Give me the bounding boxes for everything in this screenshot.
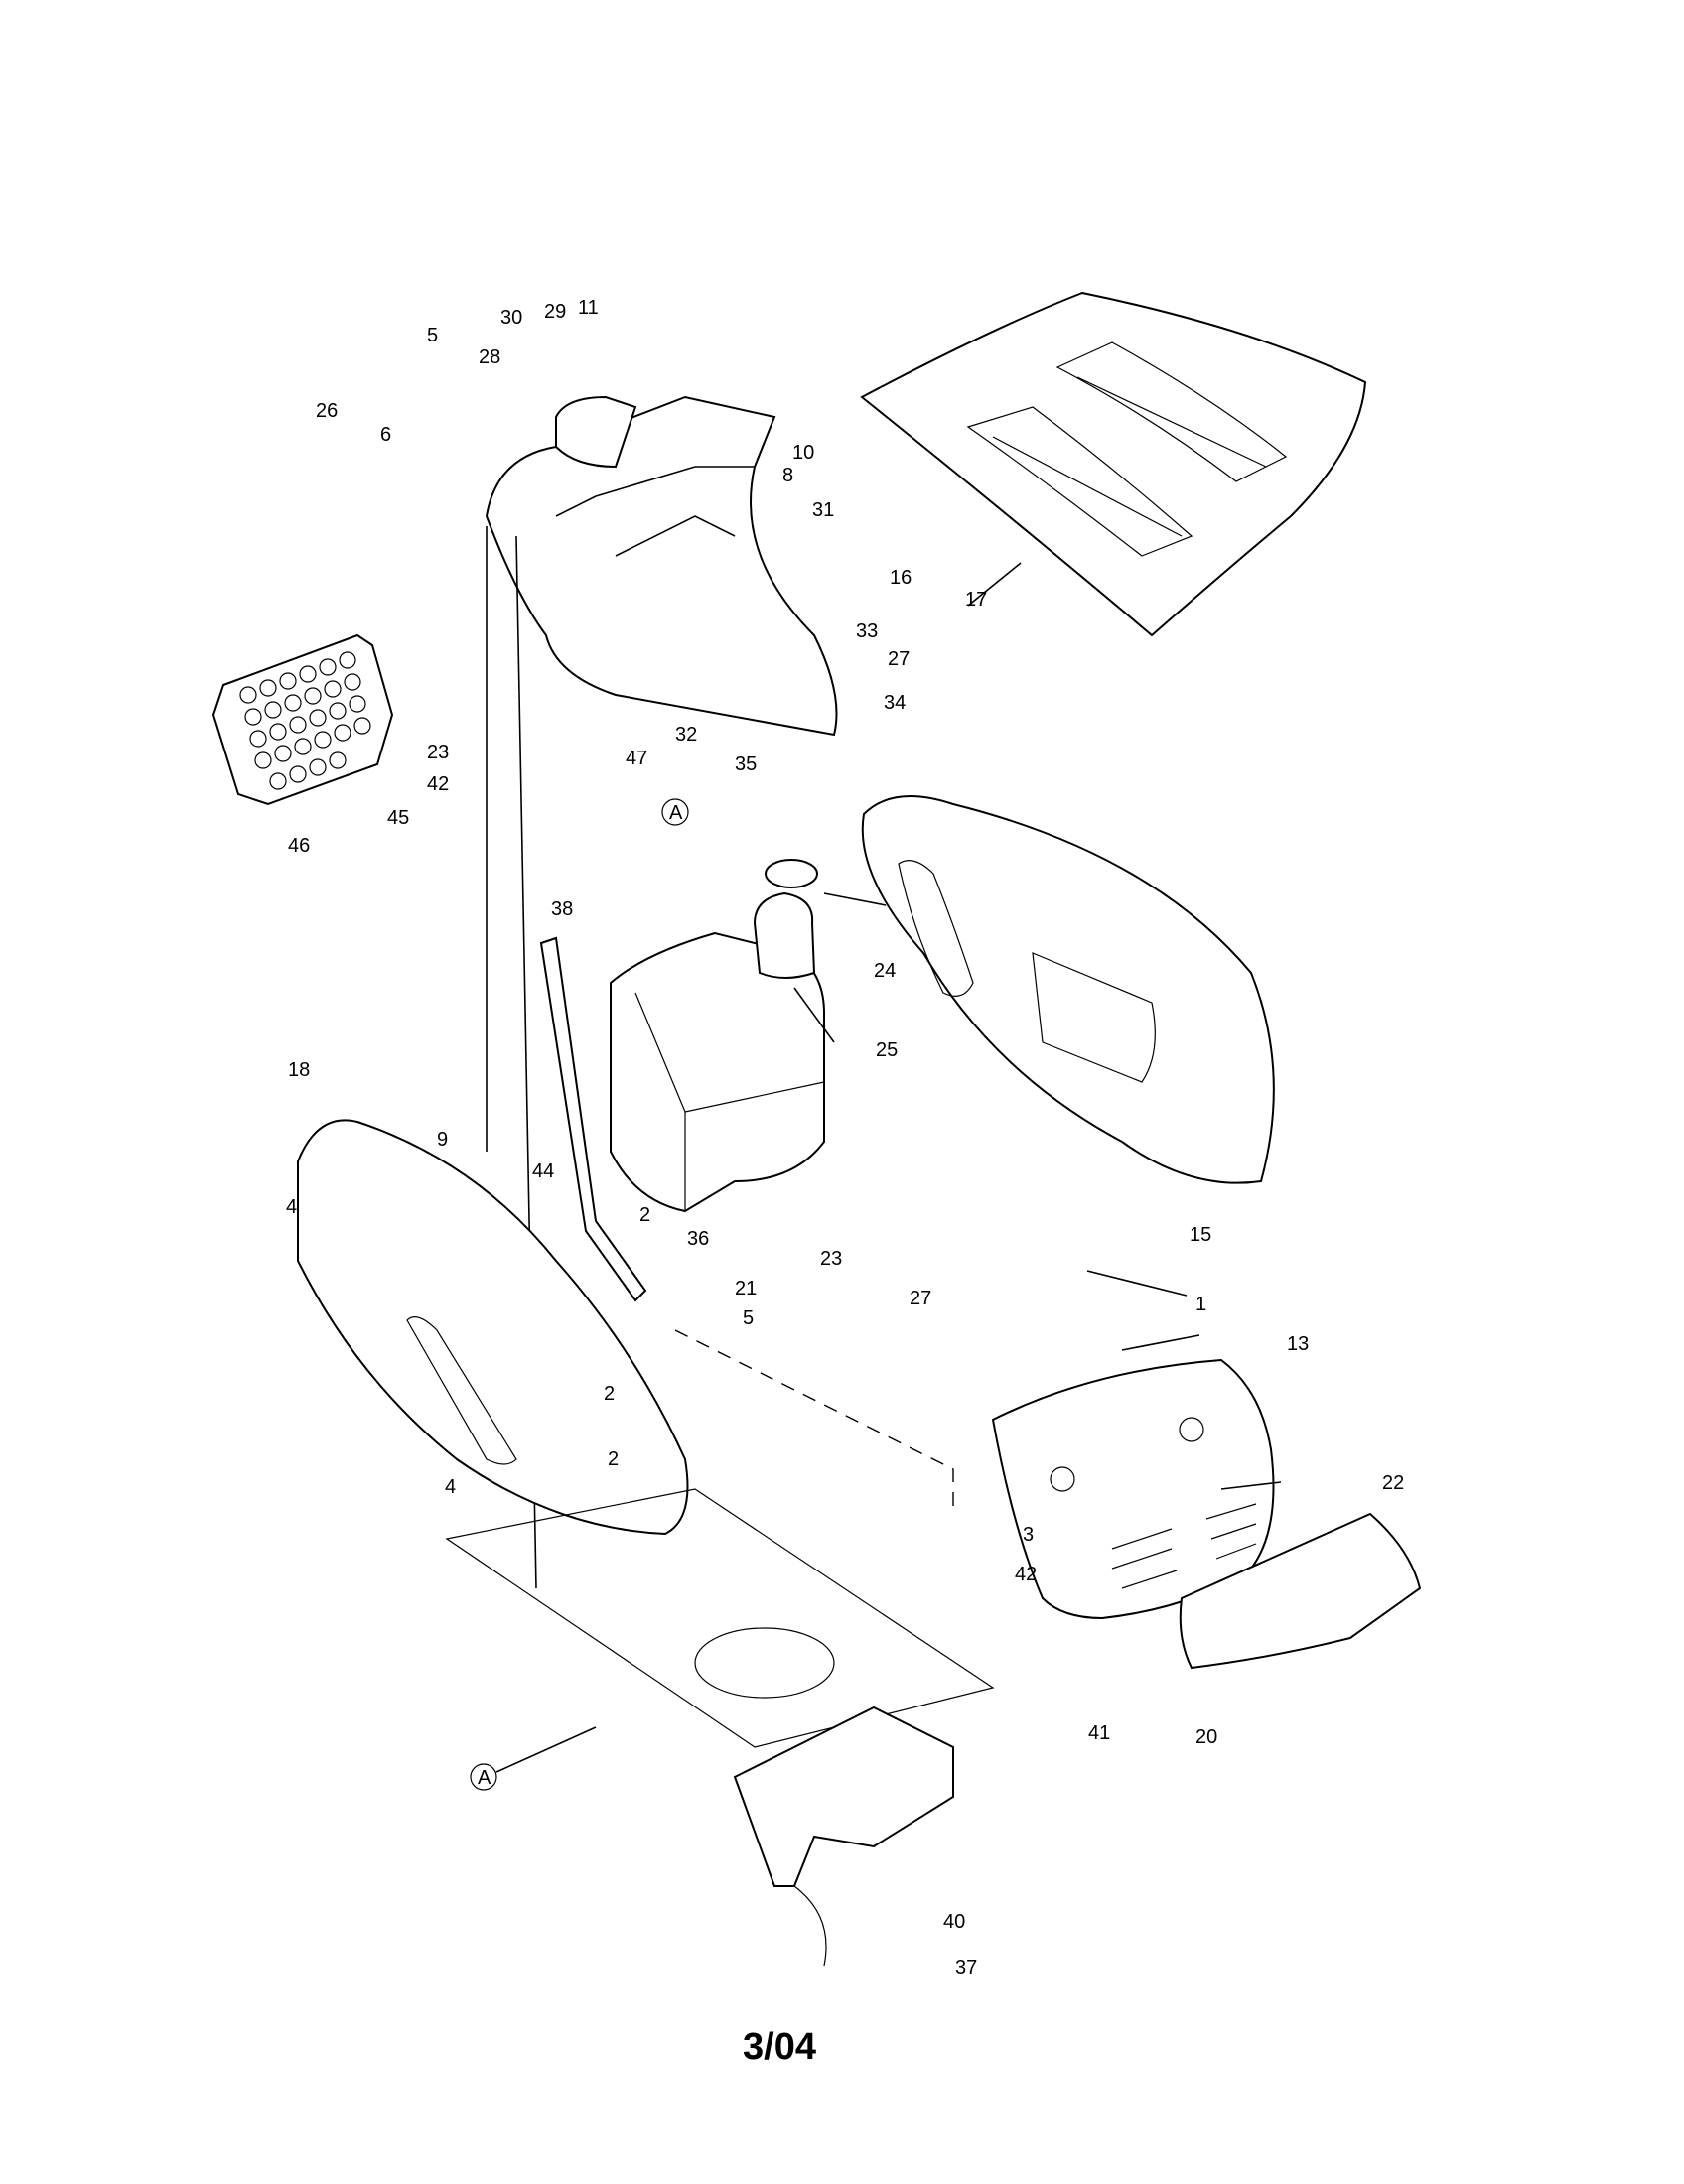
right-side-panel-part — [861, 795, 1275, 1184]
part-label-44: 44 — [532, 1160, 554, 1182]
part-label-47: 47 — [626, 748, 647, 769]
part-label-1: 1 — [1195, 1294, 1206, 1315]
part-label-35: 35 — [735, 753, 757, 775]
part-label-32: 32 — [675, 724, 697, 746]
part-label-4-upper: 4 — [286, 1196, 297, 1218]
dashed-guide-line — [674, 1329, 954, 1509]
part-label-3: 3 — [1023, 1524, 1034, 1546]
part-label-21: 21 — [735, 1278, 757, 1299]
part-labels: 30 29 11 28 5 26 6 10 8 31 16 17 33 27 3… — [286, 297, 1404, 1979]
part-label-36: 36 — [687, 1228, 709, 1250]
part-label-15: 15 — [1190, 1224, 1211, 1246]
part-label-5-top: 5 — [427, 325, 438, 346]
part-label-40: 40 — [943, 1911, 965, 1933]
bracket-part — [539, 936, 647, 1302]
marker-a-top: A — [669, 802, 683, 824]
part-label-4-lower: 4 — [445, 1476, 456, 1498]
part-label-29: 29 — [544, 301, 566, 323]
dash-tower-part — [485, 395, 838, 737]
part-label-41: 41 — [1088, 1722, 1110, 1744]
part-label-27-top: 27 — [888, 648, 910, 670]
part-label-24: 24 — [874, 960, 896, 982]
part-label-10: 10 — [792, 442, 814, 464]
part-label-2-lower: 2 — [604, 1383, 615, 1405]
front-nose-part — [991, 1358, 1422, 1670]
hood-part — [860, 291, 1367, 637]
part-label-34: 34 — [884, 692, 906, 714]
marker-a-bottom: A — [478, 1767, 491, 1789]
part-label-27-lower: 27 — [910, 1288, 931, 1309]
part-label-13: 13 — [1287, 1333, 1309, 1355]
grille-part — [211, 633, 394, 806]
left-side-panel-part — [297, 1119, 689, 1536]
part-label-31: 31 — [812, 499, 834, 521]
part-label-2-right: 2 — [639, 1204, 650, 1226]
leader-lines — [793, 562, 1282, 1490]
part-label-11: 11 — [578, 297, 599, 319]
part-label-9: 9 — [437, 1129, 448, 1151]
part-label-46: 46 — [288, 835, 310, 857]
part-label-23-top: 23 — [427, 742, 449, 763]
part-label-38: 38 — [551, 898, 573, 920]
part-label-25: 25 — [876, 1039, 898, 1061]
part-label-23-right: 23 — [820, 1248, 842, 1270]
part-label-42-lower: 42 — [1015, 1564, 1037, 1585]
part-label-18: 18 — [288, 1059, 310, 1081]
part-label-30: 30 — [500, 307, 522, 329]
chassis-part — [445, 1488, 995, 1967]
footer-date: 3/04 — [743, 2026, 816, 2068]
part-label-16: 16 — [890, 567, 912, 589]
reference-markers — [470, 798, 689, 1791]
part-label-6: 6 — [380, 424, 391, 446]
part-label-28: 28 — [479, 346, 500, 368]
part-label-22: 22 — [1382, 1472, 1404, 1494]
part-label-37: 37 — [955, 1957, 977, 1979]
part-label-5-lower: 5 — [743, 1307, 754, 1329]
part-label-20: 20 — [1195, 1726, 1217, 1748]
part-label-17: 17 — [965, 589, 987, 611]
part-label-33: 33 — [856, 620, 878, 642]
part-label-26: 26 — [316, 400, 338, 422]
part-label-45: 45 — [387, 807, 409, 829]
fuel-tank-part — [610, 859, 825, 1213]
part-label-8: 8 — [782, 465, 793, 486]
part-label-2-left: 2 — [608, 1448, 619, 1470]
part-label-42-top: 42 — [427, 773, 449, 795]
